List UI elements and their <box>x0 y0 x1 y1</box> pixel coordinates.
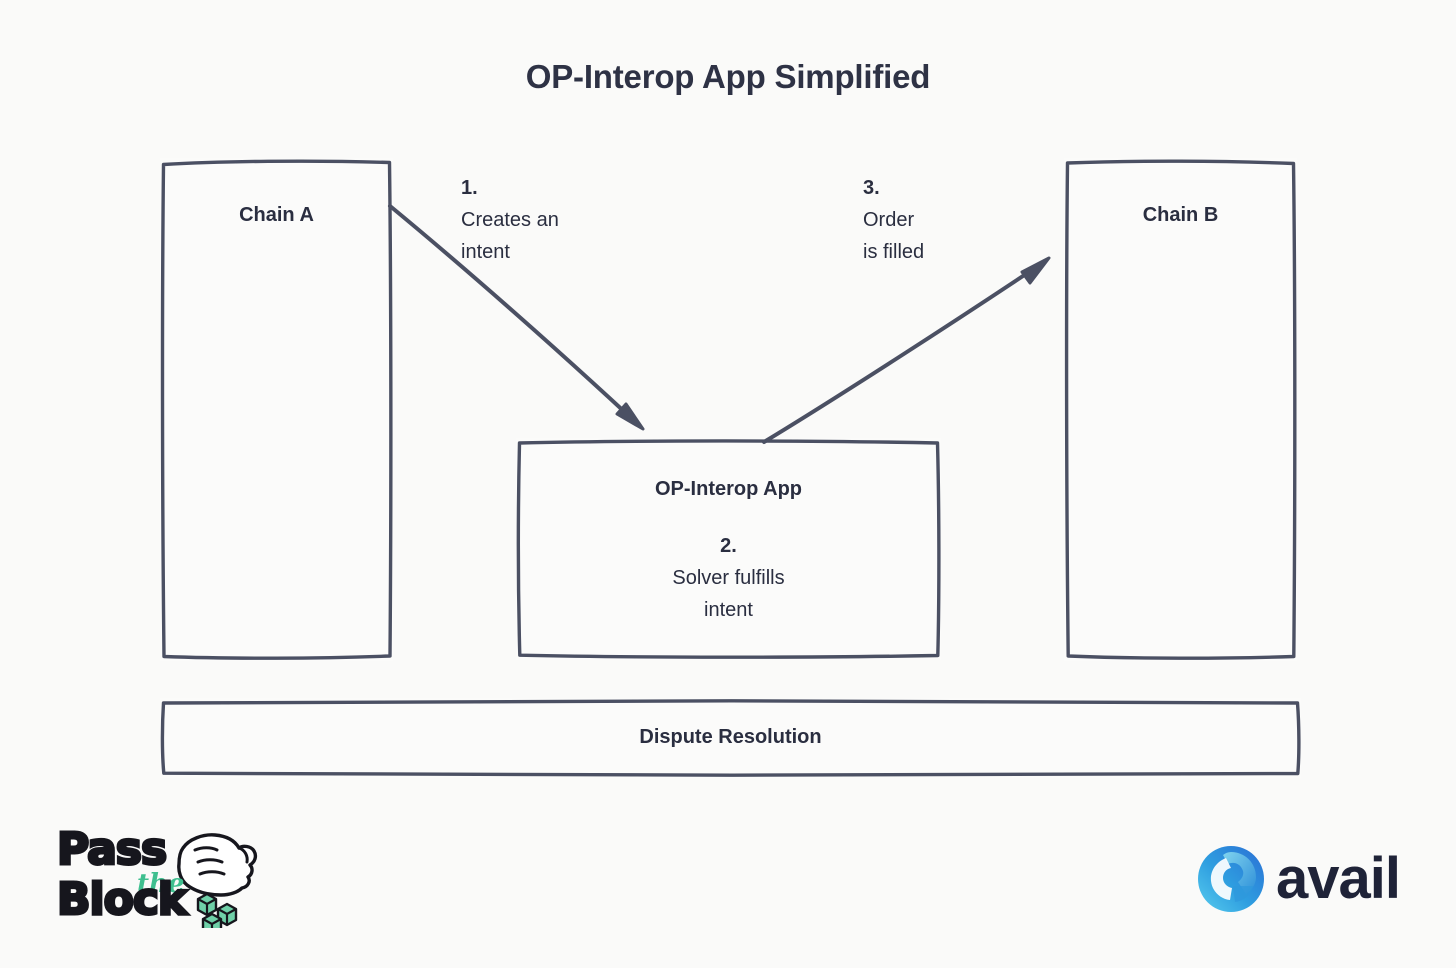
pass-the-block-logo-icon: Pass the Block <box>56 823 258 937</box>
step-1-text-line1: Creates an <box>461 209 559 231</box>
arrow-step-3 <box>762 256 1051 444</box>
step-2-number: 2. <box>720 535 737 557</box>
node-interop-app[interactable]: OP-Interop App 2. Solver fulfills intent <box>516 438 941 660</box>
step-3-text-line2: is filled <box>863 241 925 263</box>
step-3-text-line1: Order <box>863 209 915 231</box>
chain-a-border <box>160 159 393 660</box>
pass-the-block-logo: Pass the Block <box>55 816 270 937</box>
step-1-text-line2: intent <box>461 241 510 263</box>
avail-wordmark: avail <box>1276 846 1401 911</box>
step-2-text-line2: intent <box>704 599 753 621</box>
page-title: OP-Interop App Simplified <box>525 58 931 95</box>
node-chain-b[interactable]: Chain B <box>1064 158 1297 661</box>
step-2-text: Solver fulfills intent <box>516 562 941 626</box>
node-chain-a-label: Chain A <box>239 204 314 226</box>
step-1-number: 1. <box>461 177 478 199</box>
avail-logo: avail <box>1196 841 1406 917</box>
node-dispute-resolution-label: Dispute Resolution <box>639 726 822 748</box>
pass-the-block-script: the <box>137 869 184 899</box>
node-interop-app-label: OP-Interop App <box>654 478 803 500</box>
block-cubes-icon <box>196 892 238 937</box>
dispute-resolution-border <box>160 699 1301 777</box>
node-dispute-resolution[interactable]: Dispute Resolution <box>160 698 1301 778</box>
step-3-number: 3. <box>863 177 880 199</box>
step-1-annotation: 1. Creates an intent <box>461 172 641 268</box>
step-2-text-line1: Solver fulfills <box>672 567 785 589</box>
pass-the-block-line1: Pass <box>57 824 166 875</box>
step-3-annotation: 3. Order is filled <box>863 172 1043 268</box>
chain-b-border <box>1064 159 1297 660</box>
fist-icon <box>177 833 258 897</box>
node-chain-b-label: Chain B <box>1142 204 1219 226</box>
node-chain-a[interactable]: Chain A <box>160 158 393 661</box>
avail-mark-icon <box>1198 846 1264 912</box>
pass-the-block-line2: Block <box>57 874 189 925</box>
